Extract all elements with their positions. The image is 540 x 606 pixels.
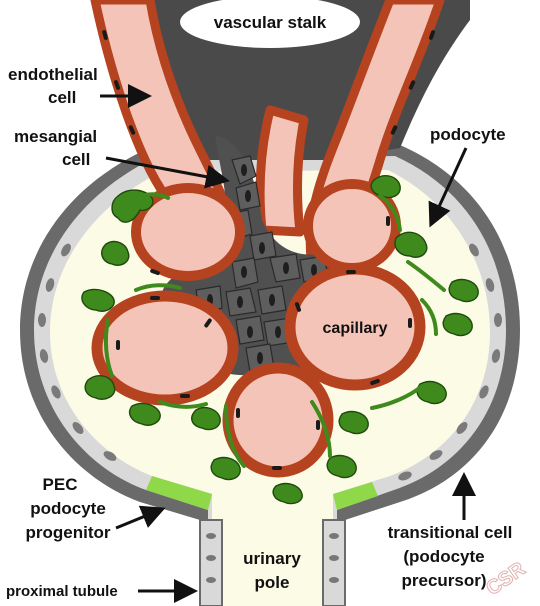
label-capillary: capillary <box>323 320 388 337</box>
label-transitional-2: (podocyte <box>403 547 484 566</box>
label-pec-1: PEC <box>43 475 78 494</box>
label-mesangial-1: mesangial <box>14 127 97 146</box>
label-pec-2: podocyte <box>30 499 106 518</box>
label-endothelial-2: cell <box>48 88 76 107</box>
label-transitional-3: precursor) <box>401 571 486 590</box>
label-transitional-1: transitional cell <box>388 523 513 542</box>
label-urinary-2: pole <box>255 573 290 592</box>
label-mesangial-2: cell <box>62 150 90 169</box>
label-urinary-1: urinary <box>243 549 301 568</box>
label-podocyte: podocyte <box>430 125 506 144</box>
label-endothelial-1: endothelial <box>8 65 98 84</box>
label-pec-3: progenitor <box>26 523 111 542</box>
label-vascular-stalk: vascular stalk <box>214 13 327 32</box>
label-proximal-tubule: proximal tubule <box>6 583 118 600</box>
